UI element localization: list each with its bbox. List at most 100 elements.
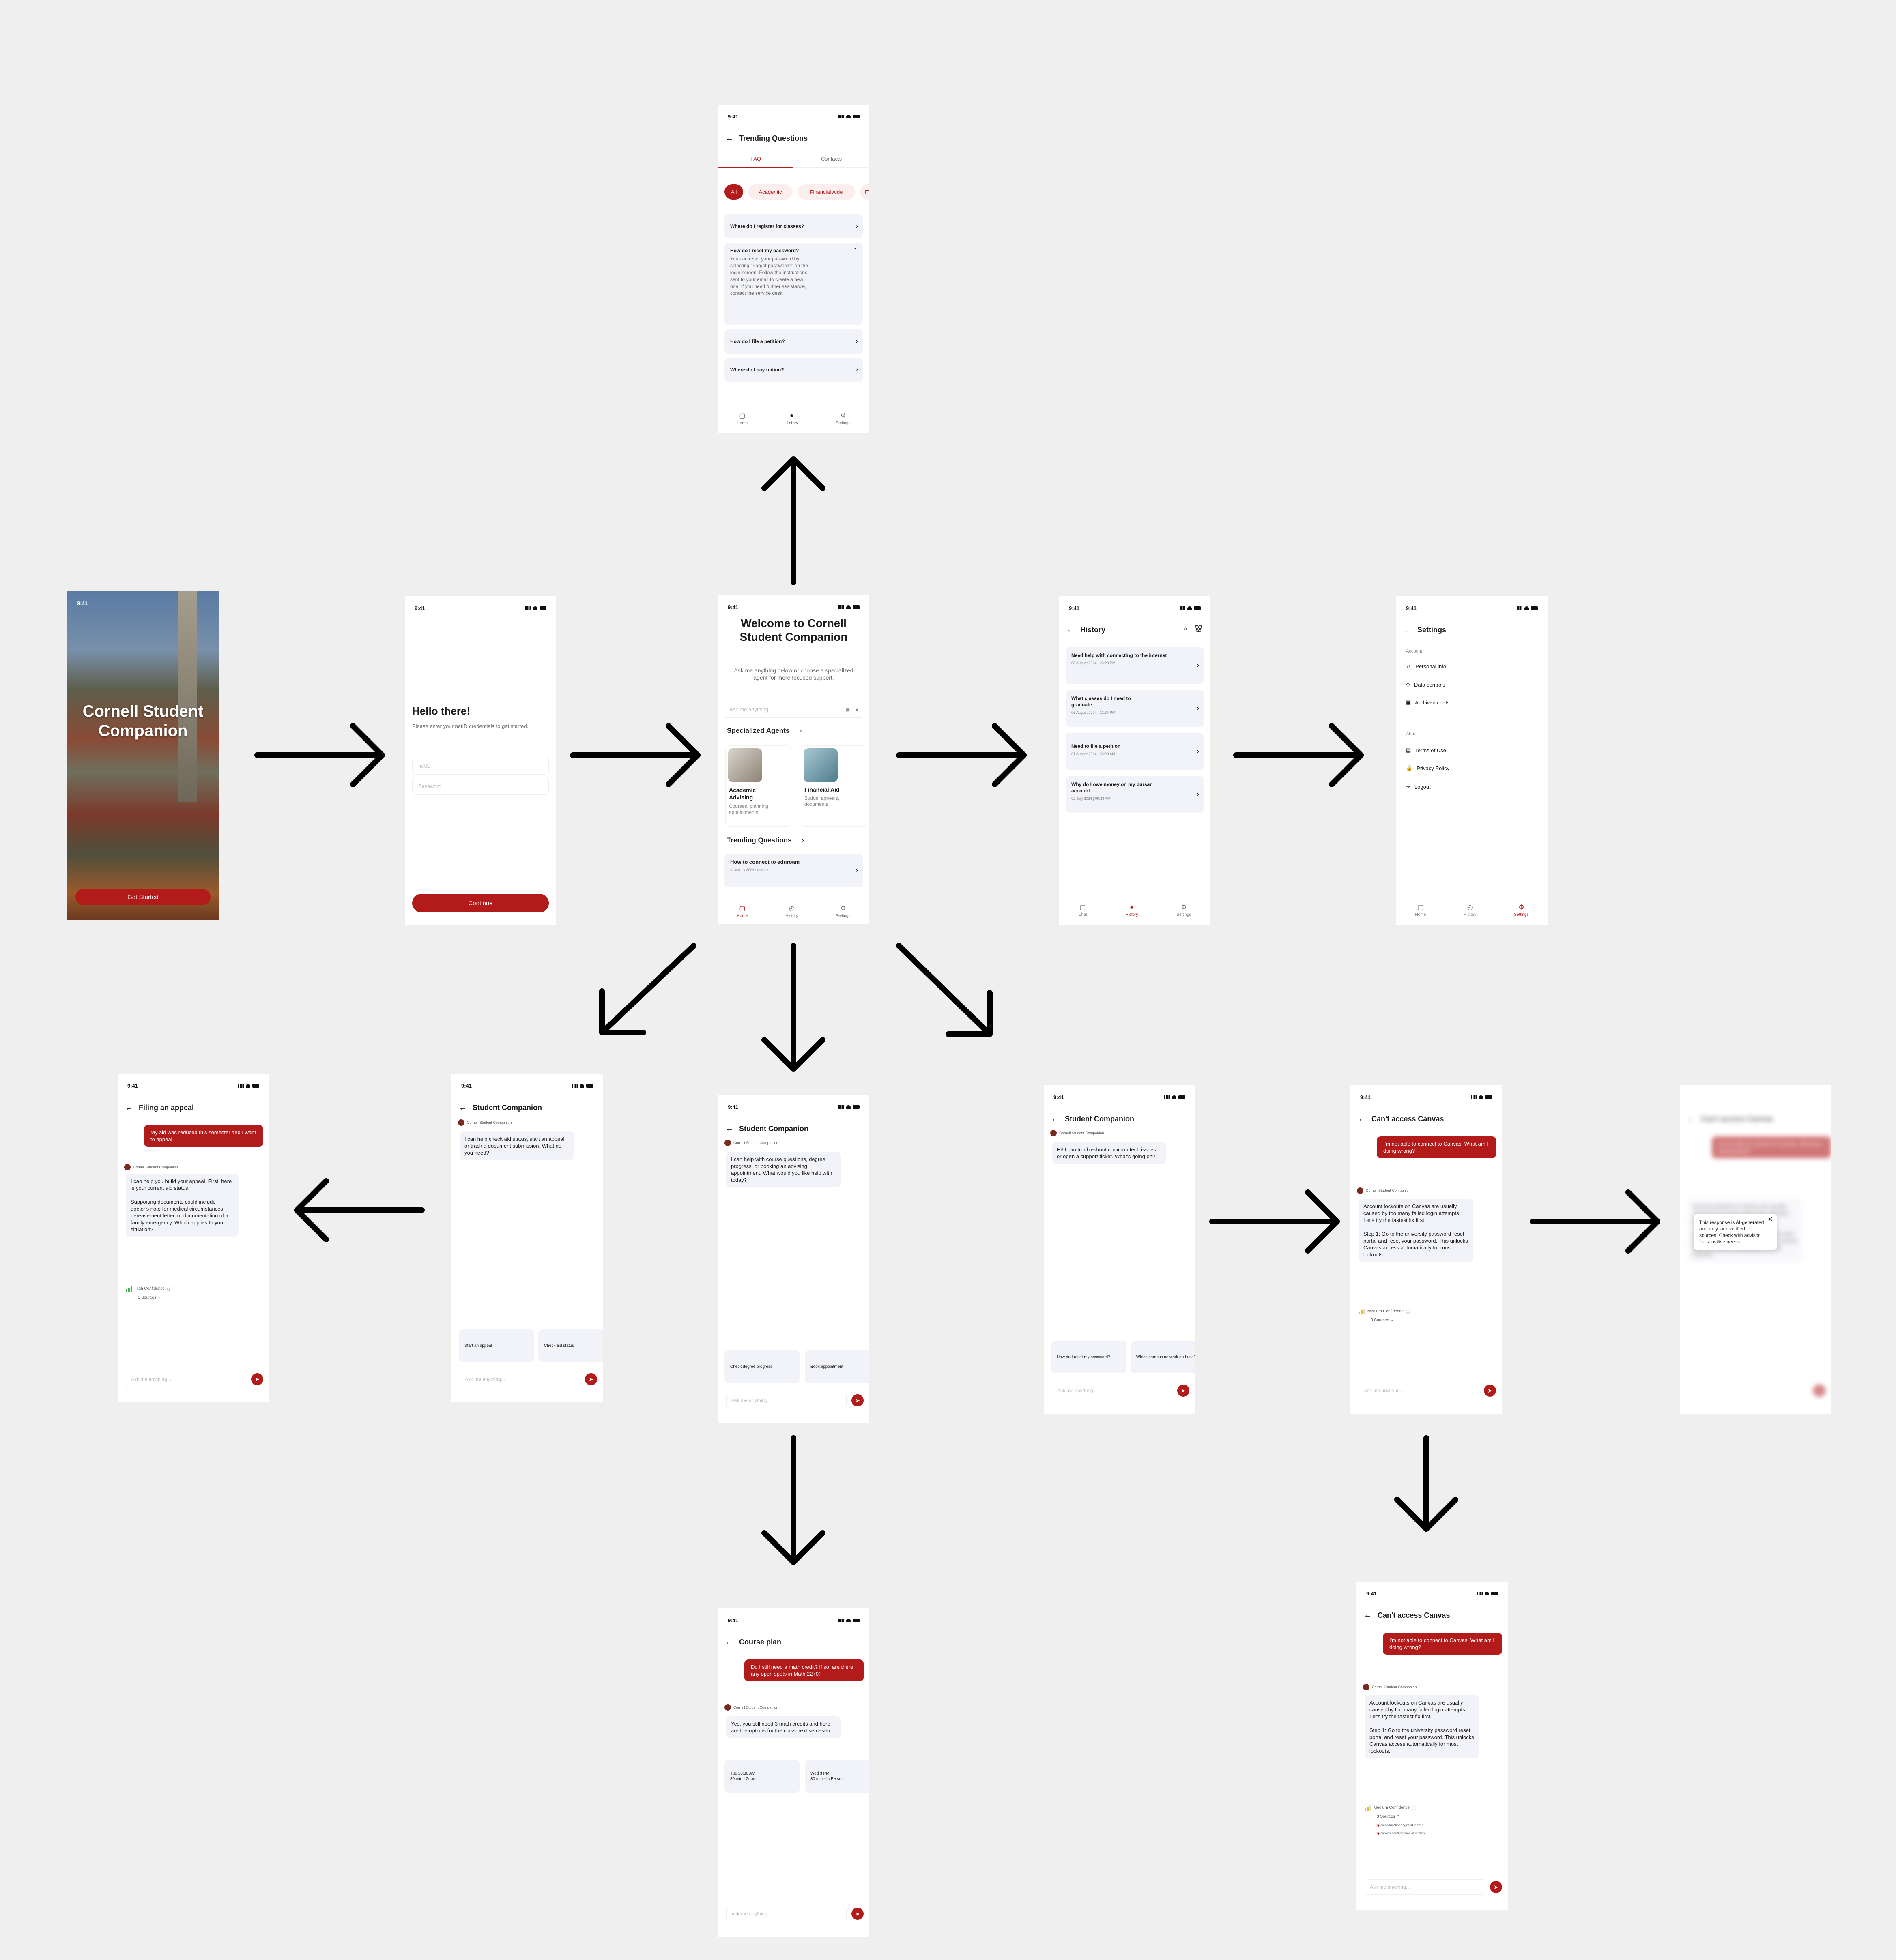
back-arrow-icon[interactable]: ← bbox=[1358, 1114, 1366, 1123]
sources-toggle[interactable]: 3 Sources ⌃ bbox=[1377, 1814, 1400, 1819]
chat-input[interactable]: Ask me anything... bbox=[726, 1906, 847, 1921]
suggestion-chip[interactable]: Start an appeal bbox=[459, 1329, 534, 1362]
sources-toggle[interactable]: 3 Sources ⌄ bbox=[138, 1295, 161, 1300]
faq-item[interactable]: Where do I pay tuition?› bbox=[724, 358, 863, 382]
chat-input[interactable]: Ask me anything... bbox=[726, 1393, 847, 1408]
nav-history[interactable]: ◴History bbox=[785, 905, 798, 918]
tab-contacts[interactable]: Contacts bbox=[793, 156, 869, 168]
info-icon[interactable]: ⓘ bbox=[1406, 1310, 1410, 1314]
nav-home[interactable]: ▢Home bbox=[737, 905, 748, 918]
nav-home[interactable]: ▢Home bbox=[1415, 904, 1426, 917]
settings-item-personal-info[interactable]: ☺Personal info bbox=[1406, 663, 1447, 670]
arrow-down-icon bbox=[761, 943, 825, 1072]
finaid-avatar bbox=[804, 748, 838, 782]
info-icon[interactable]: ⓘ bbox=[1412, 1806, 1416, 1811]
agent-card-finaid[interactable]: Financial Aid Status, appeals, documents bbox=[801, 745, 866, 827]
filter-academic[interactable]: Academic bbox=[748, 184, 793, 200]
password-field[interactable]: Password bbox=[412, 777, 549, 795]
settings-item-data-controls[interactable]: ◇Data controls bbox=[1406, 681, 1445, 688]
source-link[interactable]: ◉ canvas.edu/handbook/I.content bbox=[1377, 1831, 1426, 1835]
info-icon[interactable]: ⓘ bbox=[167, 1287, 171, 1292]
chevron-right-icon[interactable]: › bbox=[800, 727, 802, 734]
back-arrow-icon[interactable]: ← bbox=[1066, 625, 1075, 634]
settings-header: ←Settings bbox=[1404, 625, 1447, 634]
chevron-right-icon: › bbox=[1197, 662, 1199, 669]
faq-item-expanded[interactable]: How do I reset my password? ⌃ You can re… bbox=[724, 243, 863, 325]
back-arrow-icon[interactable]: ← bbox=[1051, 1114, 1059, 1123]
nav-home[interactable]: ▢Home bbox=[737, 412, 748, 425]
send-button[interactable]: ➤ bbox=[1490, 1881, 1502, 1893]
settings-item-archived-chats[interactable]: ▣Archived chats bbox=[1406, 699, 1450, 706]
nav-settings[interactable]: ⚙Settings bbox=[1514, 904, 1529, 917]
chat-input[interactable]: Ask me anything... bbox=[1365, 1879, 1485, 1895]
suggestion-chip[interactable]: Book appointment bbox=[805, 1350, 869, 1383]
nav-history[interactable]: ●History bbox=[1125, 904, 1138, 917]
nav-settings[interactable]: ⚙Settings bbox=[836, 905, 851, 918]
faq-item[interactable]: Where do I register for classes?› bbox=[724, 214, 863, 238]
sources-toggle[interactable]: 3 Sources ⌄ bbox=[1371, 1318, 1394, 1322]
bot-message: I can help check aid status, start an ap… bbox=[460, 1131, 574, 1160]
chat-input[interactable]: Ask me anything... bbox=[1359, 1383, 1479, 1398]
suggestion-chip[interactable]: Which campus network do I use? bbox=[1131, 1341, 1195, 1373]
suggestion-chip[interactable]: How do I reset my password? bbox=[1051, 1341, 1126, 1373]
filter-all[interactable]: All bbox=[724, 184, 743, 200]
chat-input[interactable]: Ask me anything... bbox=[460, 1372, 580, 1387]
nav-settings[interactable]: ⚙Settings bbox=[1176, 904, 1191, 917]
faq-item[interactable]: How do I file a petition?› bbox=[724, 329, 863, 354]
nav-settings[interactable]: ⚙Settings bbox=[836, 412, 851, 425]
back-arrow-icon[interactable]: ← bbox=[1404, 625, 1412, 634]
suggestion-chip[interactable]: Check degree progress bbox=[724, 1350, 800, 1383]
send-button[interactable]: ➤ bbox=[585, 1373, 597, 1385]
agent-card-academic[interactable]: Academic Advising Courses, planning, app… bbox=[725, 745, 791, 827]
filter-financial-aide[interactable]: Financial Aide bbox=[798, 184, 855, 200]
back-arrow-icon[interactable]: ← bbox=[125, 1103, 133, 1112]
image-icon[interactable]: ▣ bbox=[845, 706, 851, 713]
nav-history[interactable]: ●History bbox=[785, 412, 798, 425]
get-started-button[interactable]: Get Started bbox=[75, 889, 211, 905]
chat-icon: ▢ bbox=[1417, 904, 1424, 911]
send-button[interactable]: ➤ bbox=[1484, 1385, 1496, 1397]
back-arrow-icon[interactable]: ← bbox=[1364, 1611, 1372, 1620]
send-button[interactable]: ➤ bbox=[251, 1373, 263, 1385]
search-icon[interactable]: ⌕ bbox=[1183, 625, 1188, 633]
back-arrow-icon[interactable]: ← bbox=[725, 1124, 733, 1133]
send-button[interactable]: ➤ bbox=[851, 1908, 864, 1920]
settings-item-privacy[interactable]: 🔒Privacy Policy bbox=[1406, 765, 1450, 771]
agents-heading: Specialized Agents › bbox=[727, 727, 802, 734]
back-arrow-icon[interactable]: ← bbox=[459, 1103, 467, 1112]
trending-card[interactable]: How to connect to eduroam Asked by 300+ … bbox=[724, 854, 863, 887]
tab-faq[interactable]: FAQ bbox=[718, 156, 793, 168]
nav-history[interactable]: ◴History bbox=[1464, 904, 1477, 917]
settings-item-logout[interactable]: ⇥Logout bbox=[1406, 784, 1431, 790]
trash-icon[interactable]: 🗑 bbox=[1194, 625, 1203, 633]
nav-chat[interactable]: ▢Chat bbox=[1078, 904, 1087, 917]
avatar bbox=[724, 1704, 731, 1711]
mic-icon[interactable]: ● bbox=[856, 706, 859, 713]
settings-item-terms[interactable]: ▤Terms of Use bbox=[1406, 747, 1446, 754]
source-link[interactable]: ◉ cmseducation/registerCanvas bbox=[1377, 1823, 1423, 1827]
close-icon[interactable]: ✕ bbox=[1767, 1216, 1773, 1223]
continue-button[interactable]: Continue bbox=[412, 894, 549, 912]
send-button[interactable]: ➤ bbox=[1177, 1385, 1189, 1397]
home-search-input[interactable]: Ask me anything... ▣ ● bbox=[725, 702, 862, 718]
chat-input[interactable]: Ask me anything... bbox=[1052, 1383, 1172, 1398]
back-arrow-icon[interactable]: ← bbox=[725, 1638, 733, 1647]
history-item[interactable]: Need help with connecting to the interne… bbox=[1066, 647, 1204, 684]
chevron-right-icon: › bbox=[1197, 791, 1199, 798]
canvas-chat-screen: 9:41 ←Can't access Canvas I'm not able t… bbox=[1350, 1085, 1502, 1414]
back-arrow-icon[interactable]: ← bbox=[725, 134, 733, 143]
chevron-right-icon[interactable]: › bbox=[802, 836, 804, 844]
chat-input[interactable]: Ask me anything... bbox=[126, 1372, 246, 1387]
filter-it[interactable]: IT bbox=[860, 184, 869, 200]
suggestion-chip[interactable]: Check aid status bbox=[538, 1329, 603, 1362]
netid-field[interactable]: netID bbox=[412, 757, 549, 775]
send-button[interactable]: ➤ bbox=[851, 1394, 864, 1406]
